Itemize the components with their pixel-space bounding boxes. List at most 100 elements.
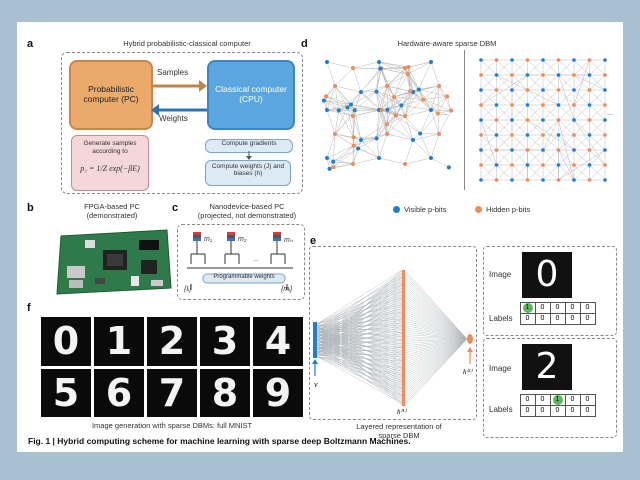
hidden-pbit [587,118,592,122]
top-label-value: 0 [525,315,530,322]
hidden-pbit [603,103,607,107]
dbm-edge [386,115,397,135]
h2-label: h⁽²⁾ [463,368,473,376]
layer-connection [316,289,403,345]
bottom-label-cell: 1 [549,393,566,406]
dbm-edge [352,145,355,165]
generated-digit-7: 7 [147,368,197,417]
dbm-edge [376,109,388,139]
top-label-cell: 0 [564,312,581,325]
layer-connection [316,273,403,329]
layer-connection [316,347,403,354]
hidden-pbit [603,73,607,77]
hidden-pbit [603,163,607,167]
hidden-pbit [403,66,407,70]
dbm-edge [419,113,439,134]
hidden-pbit [392,94,397,99]
visible-pbit [479,178,483,182]
dbm-edge [334,85,352,105]
dbm-edge [480,59,497,76]
layer-connection [404,338,468,367]
layer-connection [316,296,403,345]
layer-connection [404,338,468,393]
dbm-edge [386,115,406,135]
visible-pbit [336,108,341,113]
layer-connection [404,338,468,381]
dbm-edge [437,96,448,114]
dbm-edge [573,134,590,151]
dbm-edge [360,139,380,159]
hidden-pbit [351,162,355,166]
dbm-edge [423,96,448,100]
dbm-edge [558,59,575,76]
layer-connection [316,284,403,332]
dbm-edge [418,89,439,114]
hidden-pbit [587,58,592,62]
layer-connection [404,338,468,379]
dbm-edge [527,149,544,166]
dbm-edge [573,164,590,181]
mn-label: mₙ [284,237,293,244]
layer-connection [404,281,468,340]
dbm-edge [334,67,354,87]
dbm-edge [381,85,388,110]
layer-connection [404,338,468,356]
bottom-label-cell: 0 [519,404,536,417]
layer-connection [316,295,403,338]
visible-pbit [378,66,383,71]
hidden-pbit [351,135,356,140]
cpu-box-label: Classical computer (CPU) [215,84,287,104]
pc-box-label: Probabilistic computer (PC) [83,84,139,104]
panel-b-title-line2: (demonstrated) [86,211,138,220]
dbm-edge [376,91,397,116]
dbm-edge [334,85,348,108]
layer-connection [316,316,403,338]
layer-connection [316,270,403,332]
dbm-edge [380,68,388,87]
dbm-edge [418,61,432,90]
boltzmann-formula: p₁ = 1/Z exp(−βE) [80,163,140,173]
hidden-pbit [556,58,561,62]
dbm-edge [437,85,440,114]
dbm-edge [558,119,575,136]
dbm-edge [358,148,380,159]
hidden-pbit [393,113,398,118]
layer-connection [316,324,403,347]
visible-pbit [510,178,514,182]
dbm-edge [326,61,354,69]
layer-connection [404,336,468,340]
dbm-edge [360,138,377,141]
bottom-label-cell: 0 [534,404,551,417]
dbm-edge [418,89,448,97]
hidden-pbit [556,118,561,122]
hidden-pbit [351,114,355,118]
samples-label: Samples [157,68,189,77]
visible-pbit-swatch [393,206,400,213]
pbit-2 [224,232,240,264]
panel-e-label: e [310,235,317,247]
h1-label: h⁽¹⁾ [397,408,407,416]
generated-digit-3: 3 [200,317,250,366]
hidden-pbit [572,73,576,77]
dbm-edge [386,85,411,92]
dbm-edge [404,115,421,134]
dbm-edge [573,149,590,166]
dbm-edge [542,59,559,76]
panel-f-caption: Image generation with sparse DBMs: full … [91,421,253,430]
layer-connection [404,299,468,340]
layer-connection [404,338,468,383]
dbm-edge [496,119,513,136]
dbm-edge [376,91,388,110]
visible-pbit [572,58,576,62]
visible-pbit [321,98,326,103]
panel-c-title-line2: (projected, not demonstrated) [197,211,297,220]
bottom-labels-label: Labels [489,405,513,414]
layer-connection [316,305,403,334]
layer-connection [316,311,403,355]
layer-connection [316,274,403,336]
dbm-edge [352,61,380,69]
dbm-edge [496,164,513,181]
layer-connection [316,303,403,347]
visible-pbit [494,133,499,137]
